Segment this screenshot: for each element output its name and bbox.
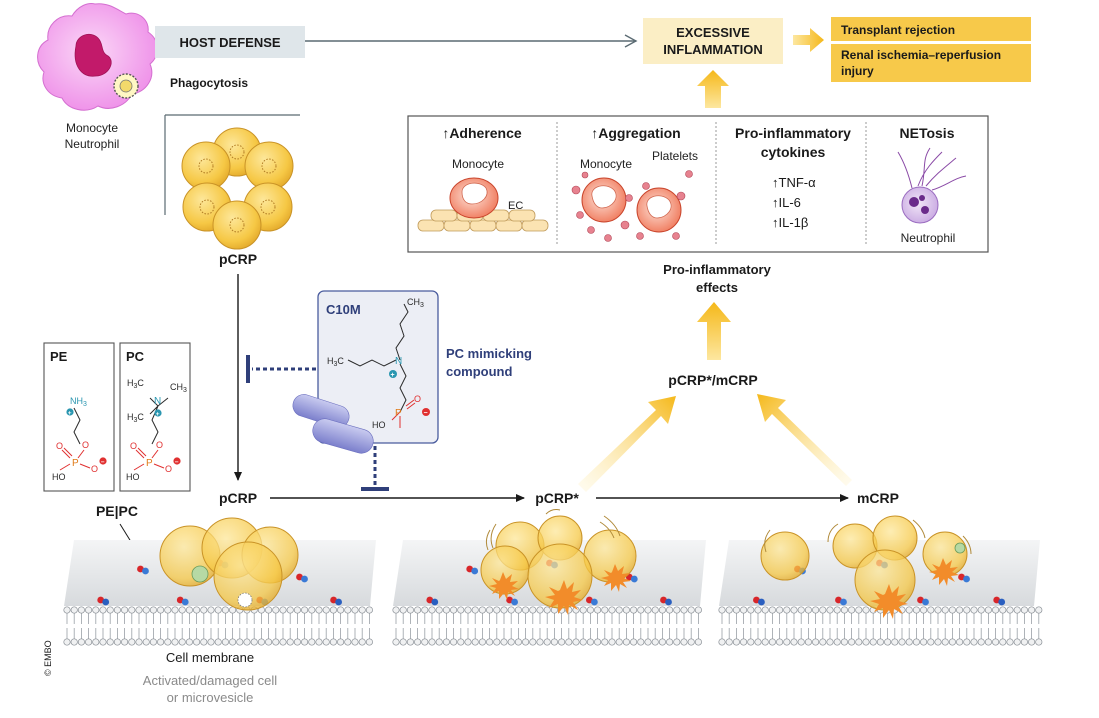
pc-h3c-3: H3C bbox=[127, 412, 144, 424]
renal-label-line2: injury bbox=[841, 64, 874, 78]
pc-ch3-2: CH3 bbox=[170, 382, 187, 394]
platelets-label: Platelets bbox=[652, 149, 698, 163]
pill-icon bbox=[292, 394, 374, 454]
c10m-n: N bbox=[395, 356, 402, 367]
aggregation-monocyte-label: Monocyte bbox=[580, 157, 632, 171]
c10m-title: C10M bbox=[326, 302, 361, 317]
host-defense-box bbox=[155, 26, 305, 58]
pro-inflammatory-label-2: effects bbox=[696, 280, 738, 295]
pcrp-star-on-membrane bbox=[480, 509, 637, 615]
adherence-title: ↑Adherence bbox=[442, 125, 522, 141]
monocyte-label: Monocyte bbox=[66, 121, 118, 135]
adherence-monocyte-label: Monocyte bbox=[452, 157, 504, 171]
cytokine-tnf: ↑TNF-α bbox=[772, 175, 816, 190]
pe-p: P bbox=[72, 458, 79, 469]
pcrp-pentamer bbox=[181, 127, 294, 250]
pe-ho: HO bbox=[52, 472, 66, 482]
cytokine-il1b: ↑IL-1β bbox=[772, 215, 808, 230]
host-defense-label: HOST DEFENSE bbox=[179, 35, 280, 50]
pc-n: N bbox=[154, 396, 161, 407]
svg-text:−: − bbox=[424, 410, 428, 417]
pc-ho: HO bbox=[126, 472, 140, 482]
pcrp-bottom-label: pCRP bbox=[219, 490, 257, 506]
pe-o3: O bbox=[91, 464, 98, 474]
renal-label-line1: Renal ischemia–reperfusion bbox=[841, 48, 1001, 62]
c10m-h3c: H3C bbox=[327, 356, 344, 368]
pc-o3: O bbox=[165, 464, 172, 474]
monocyte-neutrophil-cell bbox=[37, 3, 158, 111]
pc-o1: O bbox=[156, 440, 163, 450]
endothelial-cells bbox=[417, 209, 549, 232]
c10m-structure bbox=[347, 303, 409, 413]
pc-p: P bbox=[146, 458, 153, 469]
inflammation-to-outcomes-arrow bbox=[793, 28, 824, 52]
svg-text:+: + bbox=[391, 372, 395, 379]
phagocytosis-bracket bbox=[164, 114, 300, 215]
svg-text:−: − bbox=[175, 459, 179, 466]
pcrp-star-diag-arrow bbox=[578, 396, 676, 492]
c10m-desc-2: compound bbox=[446, 364, 512, 379]
c10m-desc-1: PC mimicking bbox=[446, 346, 532, 361]
inflammation-label: INFLAMMATION bbox=[663, 42, 762, 57]
c10m-ho: HO bbox=[372, 420, 386, 430]
netosis-neutrophil bbox=[897, 147, 967, 224]
pe-structure bbox=[73, 407, 81, 445]
svg-text:−: − bbox=[101, 459, 105, 466]
mcrp-diag-arrow bbox=[757, 394, 852, 486]
effects-to-inflammation-arrow bbox=[697, 70, 729, 108]
c10m-p: P bbox=[395, 408, 402, 419]
phagocytosis-label: Phagocytosis bbox=[170, 76, 248, 90]
activated-cell-label-1: Activated/damaged cell bbox=[143, 673, 278, 688]
excessive-label: EXCESSIVE bbox=[676, 25, 750, 40]
pcrp-star-label: pCRP* bbox=[535, 490, 579, 506]
pe-title: PE bbox=[50, 349, 68, 364]
activated-cell-label-2: or microvesicle bbox=[167, 690, 254, 705]
renal-injury-box bbox=[831, 44, 1031, 82]
pc-h3c-1: H3C bbox=[127, 378, 144, 390]
netosis-title: NETosis bbox=[900, 125, 955, 141]
pc-o2: O bbox=[130, 441, 137, 451]
svg-text:+: + bbox=[156, 411, 160, 418]
mcrp-label: mCRP bbox=[857, 490, 899, 506]
ec-label: EC bbox=[508, 200, 523, 212]
cytokines-title-2: cytokines bbox=[761, 144, 826, 160]
transplant-rejection-box bbox=[831, 17, 1031, 41]
netosis-neutrophil-label: Neutrophil bbox=[901, 231, 956, 245]
svg-text:+: + bbox=[68, 410, 72, 417]
pcrp-top-label: pCRP bbox=[219, 251, 257, 267]
pe-nh3: NH3 bbox=[70, 396, 87, 408]
pcrp-on-membrane bbox=[159, 517, 299, 611]
pe-pc-label: PE|PC bbox=[96, 503, 138, 519]
copyright-embo: © EMBO bbox=[43, 640, 53, 676]
pc-title: PC bbox=[126, 349, 145, 364]
aggregating-monocytes bbox=[581, 177, 682, 233]
aggregation-title: ↑Aggregation bbox=[591, 125, 680, 141]
excessive-inflammation-box bbox=[643, 18, 783, 64]
cytokine-il6: ↑IL-6 bbox=[772, 195, 801, 210]
pc-box bbox=[119, 342, 191, 492]
transplant-rejection-label: Transplant rejection bbox=[841, 23, 955, 37]
cell-membrane-label: Cell membrane bbox=[166, 650, 254, 665]
mcrp-on-membrane bbox=[760, 515, 972, 619]
c10m-ch3: CH3 bbox=[407, 297, 424, 309]
mcrp-to-effects-arrow bbox=[697, 302, 731, 360]
c10m-o: O bbox=[414, 394, 421, 404]
cytokines-title-1: Pro-inflammatory bbox=[735, 125, 851, 141]
adhering-monocyte bbox=[449, 177, 499, 219]
neutrophil-label: Neutrophil bbox=[65, 137, 120, 151]
pe-o2: O bbox=[56, 441, 63, 451]
pcrp-star-mcrp-label: pCRP*/mCRP bbox=[668, 372, 757, 388]
pe-o1: O bbox=[82, 440, 89, 450]
pro-inflammatory-label-1: Pro-inflammatory bbox=[663, 262, 771, 277]
platelets bbox=[571, 170, 693, 242]
